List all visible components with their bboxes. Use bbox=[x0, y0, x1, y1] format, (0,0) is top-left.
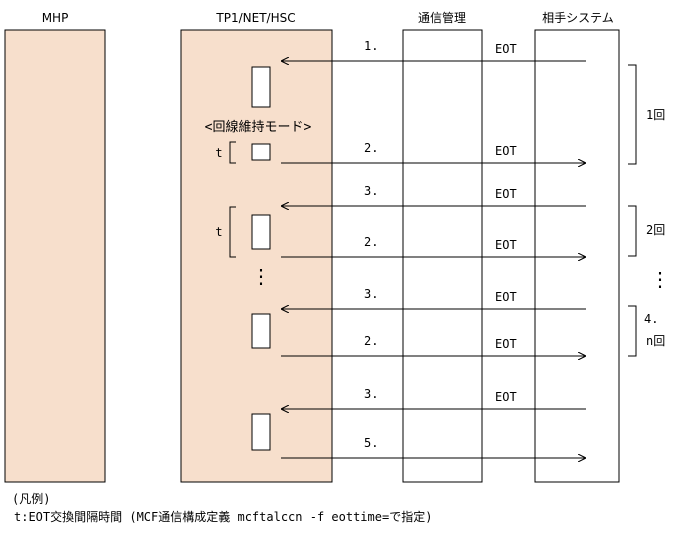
header-tp1-net-hsc: TP1/NET/HSC bbox=[215, 11, 295, 25]
cycle-bracket-n bbox=[628, 305, 637, 357]
message-number-1: 1. bbox=[364, 39, 378, 53]
header-mhp: MHP bbox=[42, 11, 69, 25]
message-label-4: EOT bbox=[495, 238, 517, 252]
cycle-ellipsis: ⋮ bbox=[650, 267, 670, 291]
cycle-label-1: 1回 bbox=[646, 108, 665, 122]
header-communication-management: 通信管理 bbox=[418, 10, 466, 25]
message-label-5: EOT bbox=[495, 290, 517, 304]
cycle-label-2: 2回 bbox=[646, 223, 665, 237]
message-label-7: EOT bbox=[495, 390, 517, 404]
cycle-bracket-1 bbox=[628, 64, 637, 165]
message-label-1: EOT bbox=[495, 42, 517, 56]
t-label-1: t bbox=[215, 146, 222, 160]
ellipsis-dots: ⋮ bbox=[251, 264, 271, 288]
cycle-label-n: n回 bbox=[646, 334, 665, 348]
process-box-1 bbox=[251, 66, 271, 108]
legend-text: t:EOT交換間隔時間 (MCF通信構成定義 mcftalccn -f eott… bbox=[14, 510, 433, 524]
t-bracket-2 bbox=[229, 206, 236, 258]
message-arrows: 1. EOT 2. EOT 3. EOT 2. EOT 3. EOT 2. EOT 3. EOT 5. bbox=[281, 39, 586, 458]
message-number-7: 3. bbox=[364, 387, 378, 401]
cycle-bracket-2 bbox=[628, 205, 637, 257]
legend-title: (凡例) bbox=[12, 492, 51, 506]
partner-system-lane bbox=[534, 29, 620, 483]
message-number-3: 3. bbox=[364, 184, 378, 198]
line-hold-mode-label: <回線維持モード> bbox=[205, 119, 312, 135]
cycle-number-n: 4. bbox=[644, 312, 658, 326]
message-number-6: 2. bbox=[364, 334, 378, 348]
message-label-2: EOT bbox=[495, 144, 517, 158]
message-label-6: EOT bbox=[495, 337, 517, 351]
message-number-5: 3. bbox=[364, 287, 378, 301]
message-number-2: 2. bbox=[364, 141, 378, 155]
process-box-5 bbox=[251, 413, 271, 451]
t-bracket-1 bbox=[229, 141, 236, 164]
message-number-4: 2. bbox=[364, 235, 378, 249]
process-box-2 bbox=[251, 143, 271, 161]
header-partner-system: 相手システム bbox=[542, 11, 614, 25]
process-box-4 bbox=[251, 313, 271, 349]
mhp-lane bbox=[4, 29, 106, 483]
t-label-2: t bbox=[215, 225, 222, 239]
message-number-8: 5. bbox=[364, 436, 378, 450]
message-label-3: EOT bbox=[495, 187, 517, 201]
communication-management-lane bbox=[402, 29, 483, 483]
process-box-3 bbox=[251, 214, 271, 250]
